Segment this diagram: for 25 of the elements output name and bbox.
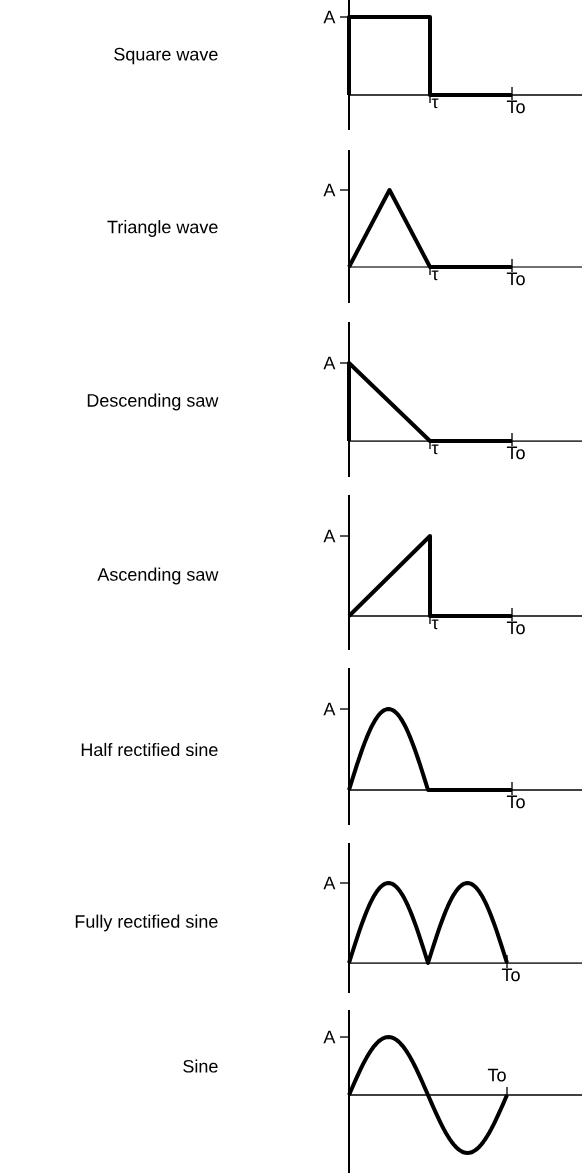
tick-label: To — [506, 446, 525, 460]
tick-label: To — [506, 795, 525, 809]
tick-label: τ — [431, 619, 439, 630]
waveform-label: Half rectified sine — [81, 742, 218, 757]
tick-label: To — [506, 621, 525, 635]
tick-label: τ — [431, 98, 439, 109]
axis-label: A — [323, 529, 336, 543]
tick-label: To — [506, 272, 525, 286]
axis-label: A — [323, 876, 336, 890]
tick-label: To — [487, 1068, 506, 1082]
waveform-label: Triangle wave — [107, 220, 218, 237]
waveform-label: Ascending saw — [97, 567, 219, 585]
waveform-label: Sine — [183, 1059, 218, 1073]
tick-label: τ — [431, 444, 439, 455]
waveform-label: Square wave — [114, 47, 218, 65]
tick-label: τ — [431, 270, 439, 281]
waveform-label: Descending saw — [87, 393, 219, 411]
axis-label: A — [323, 183, 336, 197]
tick-label: To — [501, 968, 520, 982]
axis-label: A — [323, 702, 336, 716]
axis-label: A — [323, 10, 336, 24]
tick-label: To — [506, 100, 525, 114]
axis-label: A — [323, 356, 336, 370]
axis-label: A — [323, 1030, 336, 1044]
waveform-label: Fully rectified sine — [75, 914, 218, 932]
